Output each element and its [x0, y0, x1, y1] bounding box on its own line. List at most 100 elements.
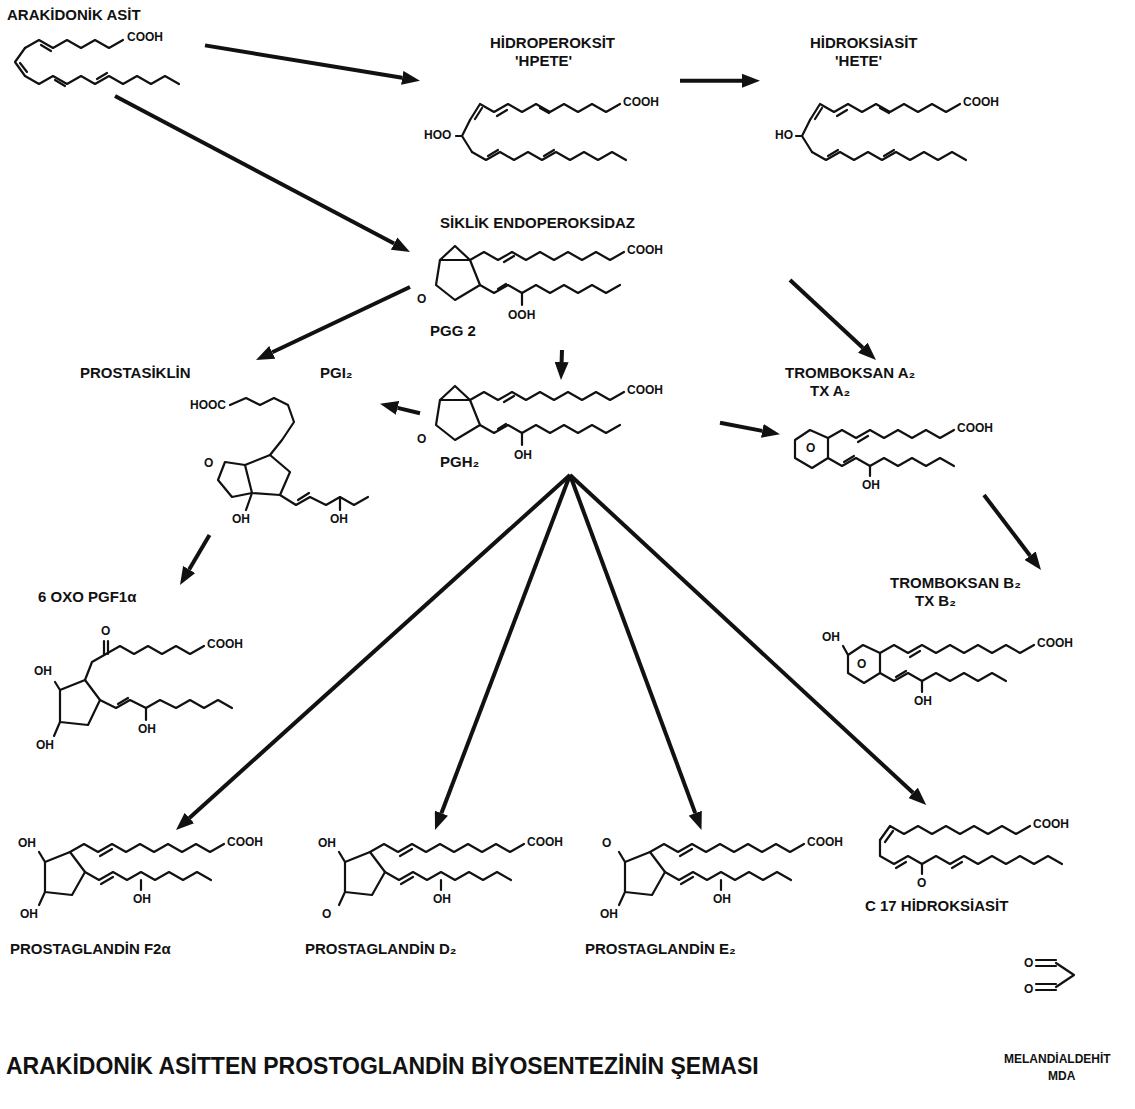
chemical-group-label: OH	[600, 907, 618, 921]
compound-name: PROSTAGLANDİN D₂	[305, 940, 456, 958]
c17-hydroxyacid-structure	[880, 826, 1062, 874]
chemical-group-label: OH	[133, 892, 151, 906]
bond-line	[498, 396, 514, 429]
bond-line	[20, 45, 107, 86]
bond-line	[145, 708, 147, 720]
chemical-group-label: COOH	[807, 835, 843, 849]
bond-line	[39, 852, 45, 905]
bond-line	[498, 256, 514, 289]
compound-name: 6 OXO PGF1α	[38, 588, 136, 606]
bond-line	[70, 844, 224, 852]
bond-line	[796, 120, 812, 152]
bond-line	[665, 872, 791, 880]
hete-structure	[796, 104, 966, 160]
bond-line	[436, 400, 480, 440]
compound-node: ARAKİDONİK ASİT	[5, 4, 205, 96]
compound-name: PROSTAGLANDİN E₂	[585, 940, 736, 958]
bond-line	[140, 880, 142, 890]
chemical-group-label: COOH	[963, 95, 999, 109]
bond-line	[885, 831, 962, 868]
reaction-arrow	[205, 45, 402, 77]
bond-line	[470, 252, 624, 260]
bond-line	[246, 493, 252, 510]
chemical-group-label: O	[204, 456, 213, 470]
chemical-group-label: COOH	[227, 835, 263, 849]
bond-line	[1056, 963, 1074, 987]
chemical-group-label: OOH	[508, 308, 535, 322]
bond-line	[104, 641, 108, 654]
compound-name: PGG 2	[430, 322, 476, 340]
bond-line	[720, 880, 722, 890]
bond-line	[521, 293, 523, 305]
pgf2a-structure	[39, 844, 224, 905]
reaction-arrow	[984, 495, 1030, 556]
chemical-group-label: O	[806, 441, 815, 455]
bond-line	[245, 455, 290, 495]
compound-node: 6 OXO PGF1α	[30, 585, 330, 760]
compound-name: PROSTASİKLİN	[80, 364, 191, 382]
bond-line	[815, 108, 894, 156]
bond-line	[370, 844, 524, 852]
chemical-group-label: OH	[713, 892, 731, 906]
bond-line	[843, 646, 848, 655]
reaction-arrow	[720, 423, 762, 431]
reaction-arrow	[570, 475, 913, 793]
compound-name: MDA	[1048, 1068, 1075, 1084]
bond-line	[339, 497, 341, 510]
chemical-group-label: O	[857, 657, 866, 671]
reaction-arrow	[272, 287, 410, 352]
compound-name: C 17 HİDROKSİASİT	[865, 897, 1008, 915]
compound-name: PGI₂	[320, 364, 353, 382]
compound-name: 'HPETE'	[515, 52, 572, 70]
bond-line	[345, 852, 385, 895]
chemical-group-label: O	[1024, 956, 1033, 970]
bond-line	[848, 645, 880, 683]
chemical-group-label: HOO	[424, 128, 451, 142]
bond-line	[436, 260, 480, 300]
bond-line	[921, 864, 923, 874]
bond-line	[650, 844, 804, 852]
reaction-arrow	[189, 535, 209, 569]
bond-line	[680, 849, 693, 884]
bond-line	[280, 495, 368, 505]
chemical-group-label: COOH	[207, 637, 243, 651]
chemical-group-label: OH	[330, 512, 348, 526]
bond-line	[440, 386, 470, 400]
pge2-structure	[619, 844, 804, 905]
bond-line	[880, 826, 1030, 840]
compound-name: TROMBOKSAN A₂	[785, 364, 915, 382]
bond-line	[880, 645, 1034, 653]
bond-line	[1036, 960, 1056, 966]
prostacyclin-structure	[218, 398, 368, 510]
bond-line	[896, 651, 920, 677]
pgh2-structure	[436, 386, 624, 445]
reaction-arrow	[790, 280, 863, 348]
reaction-arrow	[189, 475, 570, 818]
bond-line	[795, 430, 828, 468]
pgd2-structure	[339, 844, 524, 905]
bond-line	[828, 430, 954, 438]
chemical-group-label: OH	[138, 722, 156, 736]
reaction-arrow	[115, 96, 394, 244]
compound-name: 'HETE'	[835, 52, 882, 70]
bond-line	[440, 246, 470, 260]
bond-line	[25, 40, 123, 48]
bond-line	[85, 872, 211, 880]
compound-node: SİKLİK ENDOPEROKSİDAZPGG 2	[410, 210, 790, 350]
bond-line	[456, 120, 472, 152]
chemical-group-label: O	[1024, 982, 1033, 996]
compound-node: PROSTASİKLİN PGI₂	[70, 360, 380, 535]
bond-line	[475, 108, 554, 156]
chemical-group-label: COOH	[527, 835, 563, 849]
bond-line	[400, 849, 413, 884]
malondialdehyde-structure	[1036, 960, 1074, 990]
chemical-group-label: O	[101, 624, 110, 638]
bond-line	[218, 462, 252, 497]
bond-line	[921, 681, 923, 692]
structure-drawings	[15, 40, 1074, 990]
compound-name: PGH₂	[440, 453, 479, 471]
chemical-group-label: COOH	[627, 243, 663, 257]
reaction-arrow	[441, 475, 570, 813]
chemical-group-label: OH	[822, 630, 840, 644]
